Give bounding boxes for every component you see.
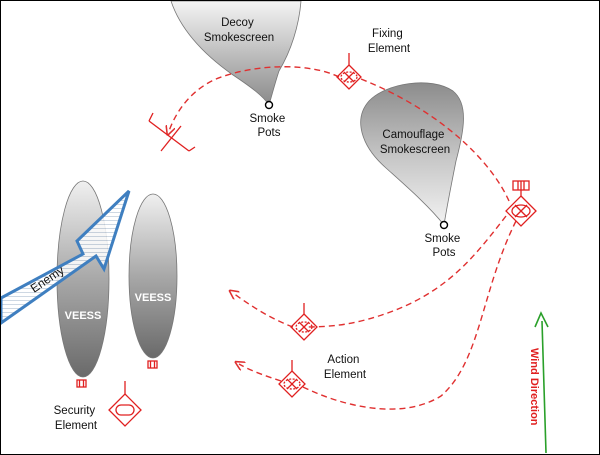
fixing-element-label: Fixing Element [368, 28, 411, 55]
route-start-to-upper-action [304, 215, 507, 328]
wind-direction-arrow [534, 311, 549, 454]
smoke-pots-top-label: Smoke Pots [250, 113, 289, 139]
route-start-to-fixing [360, 78, 510, 202]
security-element-label: Security Element [54, 405, 99, 432]
veess-right-marker [147, 360, 158, 369]
obstacle-symbol [148, 112, 196, 152]
wind-direction-label: Wind Direction [528, 348, 540, 426]
enemy-arrow [1, 189, 131, 325]
action-element-symbol [290, 303, 318, 341]
veess-left-label: VEESS [65, 310, 102, 322]
decoy-smokescreen-label: Decoy Smokescreen [204, 17, 274, 44]
veess-right-shape [128, 193, 178, 359]
smoke-pot-icon [264, 100, 274, 110]
route-lower-action-to-objective [239, 364, 282, 382]
action-element-label: Action Element [324, 354, 367, 381]
veess-left-marker [76, 379, 87, 388]
route-fixing-to-objective [169, 66, 340, 131]
veess-right-label: VEESS [135, 292, 172, 304]
route-start-to-lower-action [300, 220, 517, 410]
camouflage-smokescreen-label: Camouflage Smokescreen [380, 129, 450, 156]
start-unit-symbol [505, 180, 537, 227]
action-element-symbol [278, 360, 306, 398]
route-upper-action-to-objective [233, 293, 294, 328]
fixing-element-symbol [336, 53, 362, 90]
security-element-symbol [108, 381, 142, 427]
smoke-pot-icon [439, 220, 449, 230]
camouflage-smokescreen-shape [360, 82, 464, 226]
smoke-pots-right-label: Smoke Pots [425, 233, 464, 259]
